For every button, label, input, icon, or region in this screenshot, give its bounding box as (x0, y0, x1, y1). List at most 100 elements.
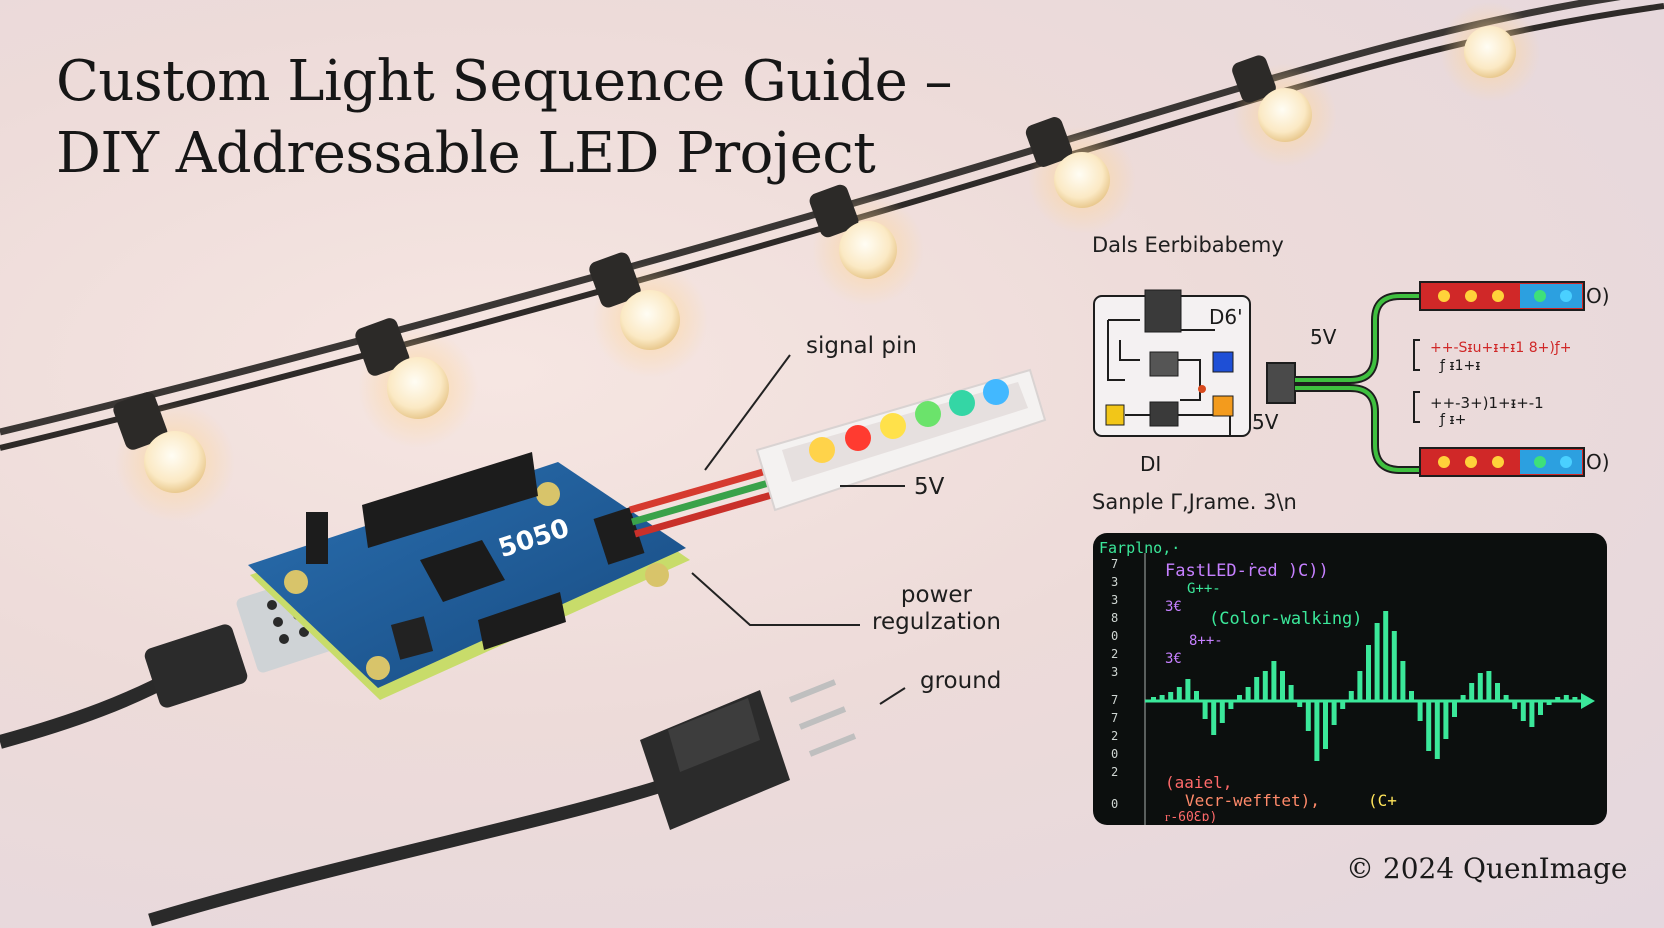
led-bulb-icon (809, 184, 924, 306)
waveform-bar (1194, 691, 1199, 701)
diagram-pin-5v-top: 5V (1310, 325, 1337, 349)
waveform-bar (1237, 695, 1242, 701)
code-line-number: 3 (1111, 575, 1119, 589)
waveform-graph (1144, 553, 1595, 825)
title-line-2: DIY Addressable LED Project (56, 121, 876, 186)
waveform-bar (1271, 661, 1277, 701)
waveform-bar (1262, 671, 1268, 701)
waveform-bar (1469, 683, 1475, 701)
waveform-bar (1486, 671, 1492, 701)
callout-signal-pin: signal pin (806, 333, 917, 359)
code-line-number: 7 (1111, 693, 1119, 707)
code-line-number: 0 (1111, 747, 1119, 761)
waveform-bar (1228, 701, 1234, 709)
code-line-number: 3 (1111, 665, 1119, 679)
diagram-note-2-line2: ƒ ᵻ+ (1440, 412, 1467, 428)
waveform-bar (1340, 701, 1346, 709)
waveform-bar (1185, 679, 1191, 701)
waveform-bar (1563, 695, 1569, 701)
waveform-bar (1495, 683, 1500, 701)
waveform-bar (1426, 701, 1432, 751)
diagram-strip-end-top: O) (1586, 284, 1610, 308)
code-line-number: 7 (1111, 557, 1119, 571)
wiring-diagram (1093, 281, 1585, 477)
callout-power-regulation: power regulzation (872, 582, 1001, 636)
page-title: Custom Light Sequence Guide – DIY Addres… (56, 46, 953, 190)
waveform-bars (1151, 611, 1578, 761)
dc-plug (640, 679, 857, 830)
string-lights (0, 0, 1664, 522)
waveform-bar (1374, 623, 1380, 701)
waveform-bar (1538, 701, 1543, 715)
waveform-bar (1434, 701, 1440, 759)
waveform-bar (1202, 701, 1208, 719)
code-line-number: 0 (1111, 629, 1119, 643)
waveform-bar (1366, 645, 1371, 701)
diagram-title: Dals Eerbibabemy (1092, 233, 1284, 257)
waveform-bar (1520, 701, 1526, 721)
waveform-bar (1572, 697, 1578, 701)
code-line-9: (C+ (1368, 791, 1397, 810)
waveform-bar (1219, 701, 1225, 723)
waveform-bar (1151, 697, 1156, 701)
waveform-bar (1443, 701, 1449, 739)
waveform-bar (1512, 701, 1518, 709)
diagram-pin-di: DI (1140, 452, 1162, 476)
led-bulb-icon (1440, 2, 1540, 102)
waveform-bar (1503, 695, 1509, 701)
code-line-number: 2 (1111, 647, 1119, 661)
signal-wires (629, 466, 776, 538)
waveform-bar (1400, 661, 1406, 701)
pin-header-icon (306, 452, 566, 650)
waveform-bar (1460, 695, 1466, 701)
code-line-number: 3 (1111, 593, 1119, 607)
code-line-10: ᴦ-60Ɛɒ) (1165, 810, 1218, 825)
led-bulb-icon (1025, 117, 1136, 234)
waveform-bar (1409, 691, 1414, 701)
led-bulb-icon (589, 252, 708, 378)
callout-power-line1: power (900, 582, 972, 608)
waveform-bar (1417, 701, 1423, 721)
diagram-pin-5v-bottom: 5V (1252, 410, 1279, 434)
code-line-7: (aaiel, (1165, 773, 1233, 792)
waveform-bar (1383, 611, 1389, 701)
waveform-bar (1297, 701, 1303, 707)
cables (0, 669, 683, 927)
waveform-bar (1546, 701, 1552, 705)
code-line-number: 2 (1111, 729, 1119, 743)
led-bulb-icon (1232, 55, 1337, 167)
led-bulb-icon (113, 392, 235, 522)
code-line-number: 8 (1111, 611, 1119, 625)
arrow-right-icon (1581, 693, 1595, 709)
mcu-chip (420, 540, 505, 602)
waveform-bar (1331, 701, 1337, 725)
waveform-bar (1314, 701, 1320, 761)
diagram-note-2-line1: ++-3+)1+ᵻ+-1 (1430, 394, 1544, 412)
code-line-8: Vecr-wefftet), (1185, 791, 1320, 810)
waveform-bar (1159, 695, 1165, 701)
diagram-note-1-line1: ++-Sᵻu+ᵻ+ᵻ1 8+)ƒ+ (1430, 340, 1572, 356)
waveform-bar (1529, 701, 1535, 727)
code-line-4: (Color-walking) (1209, 609, 1363, 629)
diagram-pin-d6: D6' (1209, 305, 1243, 329)
code-line-2: G++- (1187, 581, 1221, 597)
waveform-bar (1452, 701, 1457, 717)
code-line-number: 0 (1111, 797, 1119, 811)
title-line-1: Custom Light Sequence Guide – (56, 49, 953, 114)
code-line-5: 8++- (1189, 633, 1223, 649)
code-line-1: FastLED-ṙed )C)) (1165, 561, 1329, 581)
callout-5v: 5V (914, 474, 945, 500)
waveform-bar (1348, 691, 1354, 701)
waveform-bar (1211, 701, 1217, 735)
waveform-bar (1477, 673, 1483, 701)
waveform-bar (1176, 687, 1182, 701)
callout-leaders (691, 354, 906, 705)
waveform-bar (1323, 701, 1328, 749)
code-panel-title: Sanple Γ,Jrame. 3\n (1092, 490, 1297, 514)
waveform-bar (1391, 631, 1397, 701)
waveform-bar (1357, 671, 1363, 701)
waveform-bar (1168, 692, 1174, 701)
